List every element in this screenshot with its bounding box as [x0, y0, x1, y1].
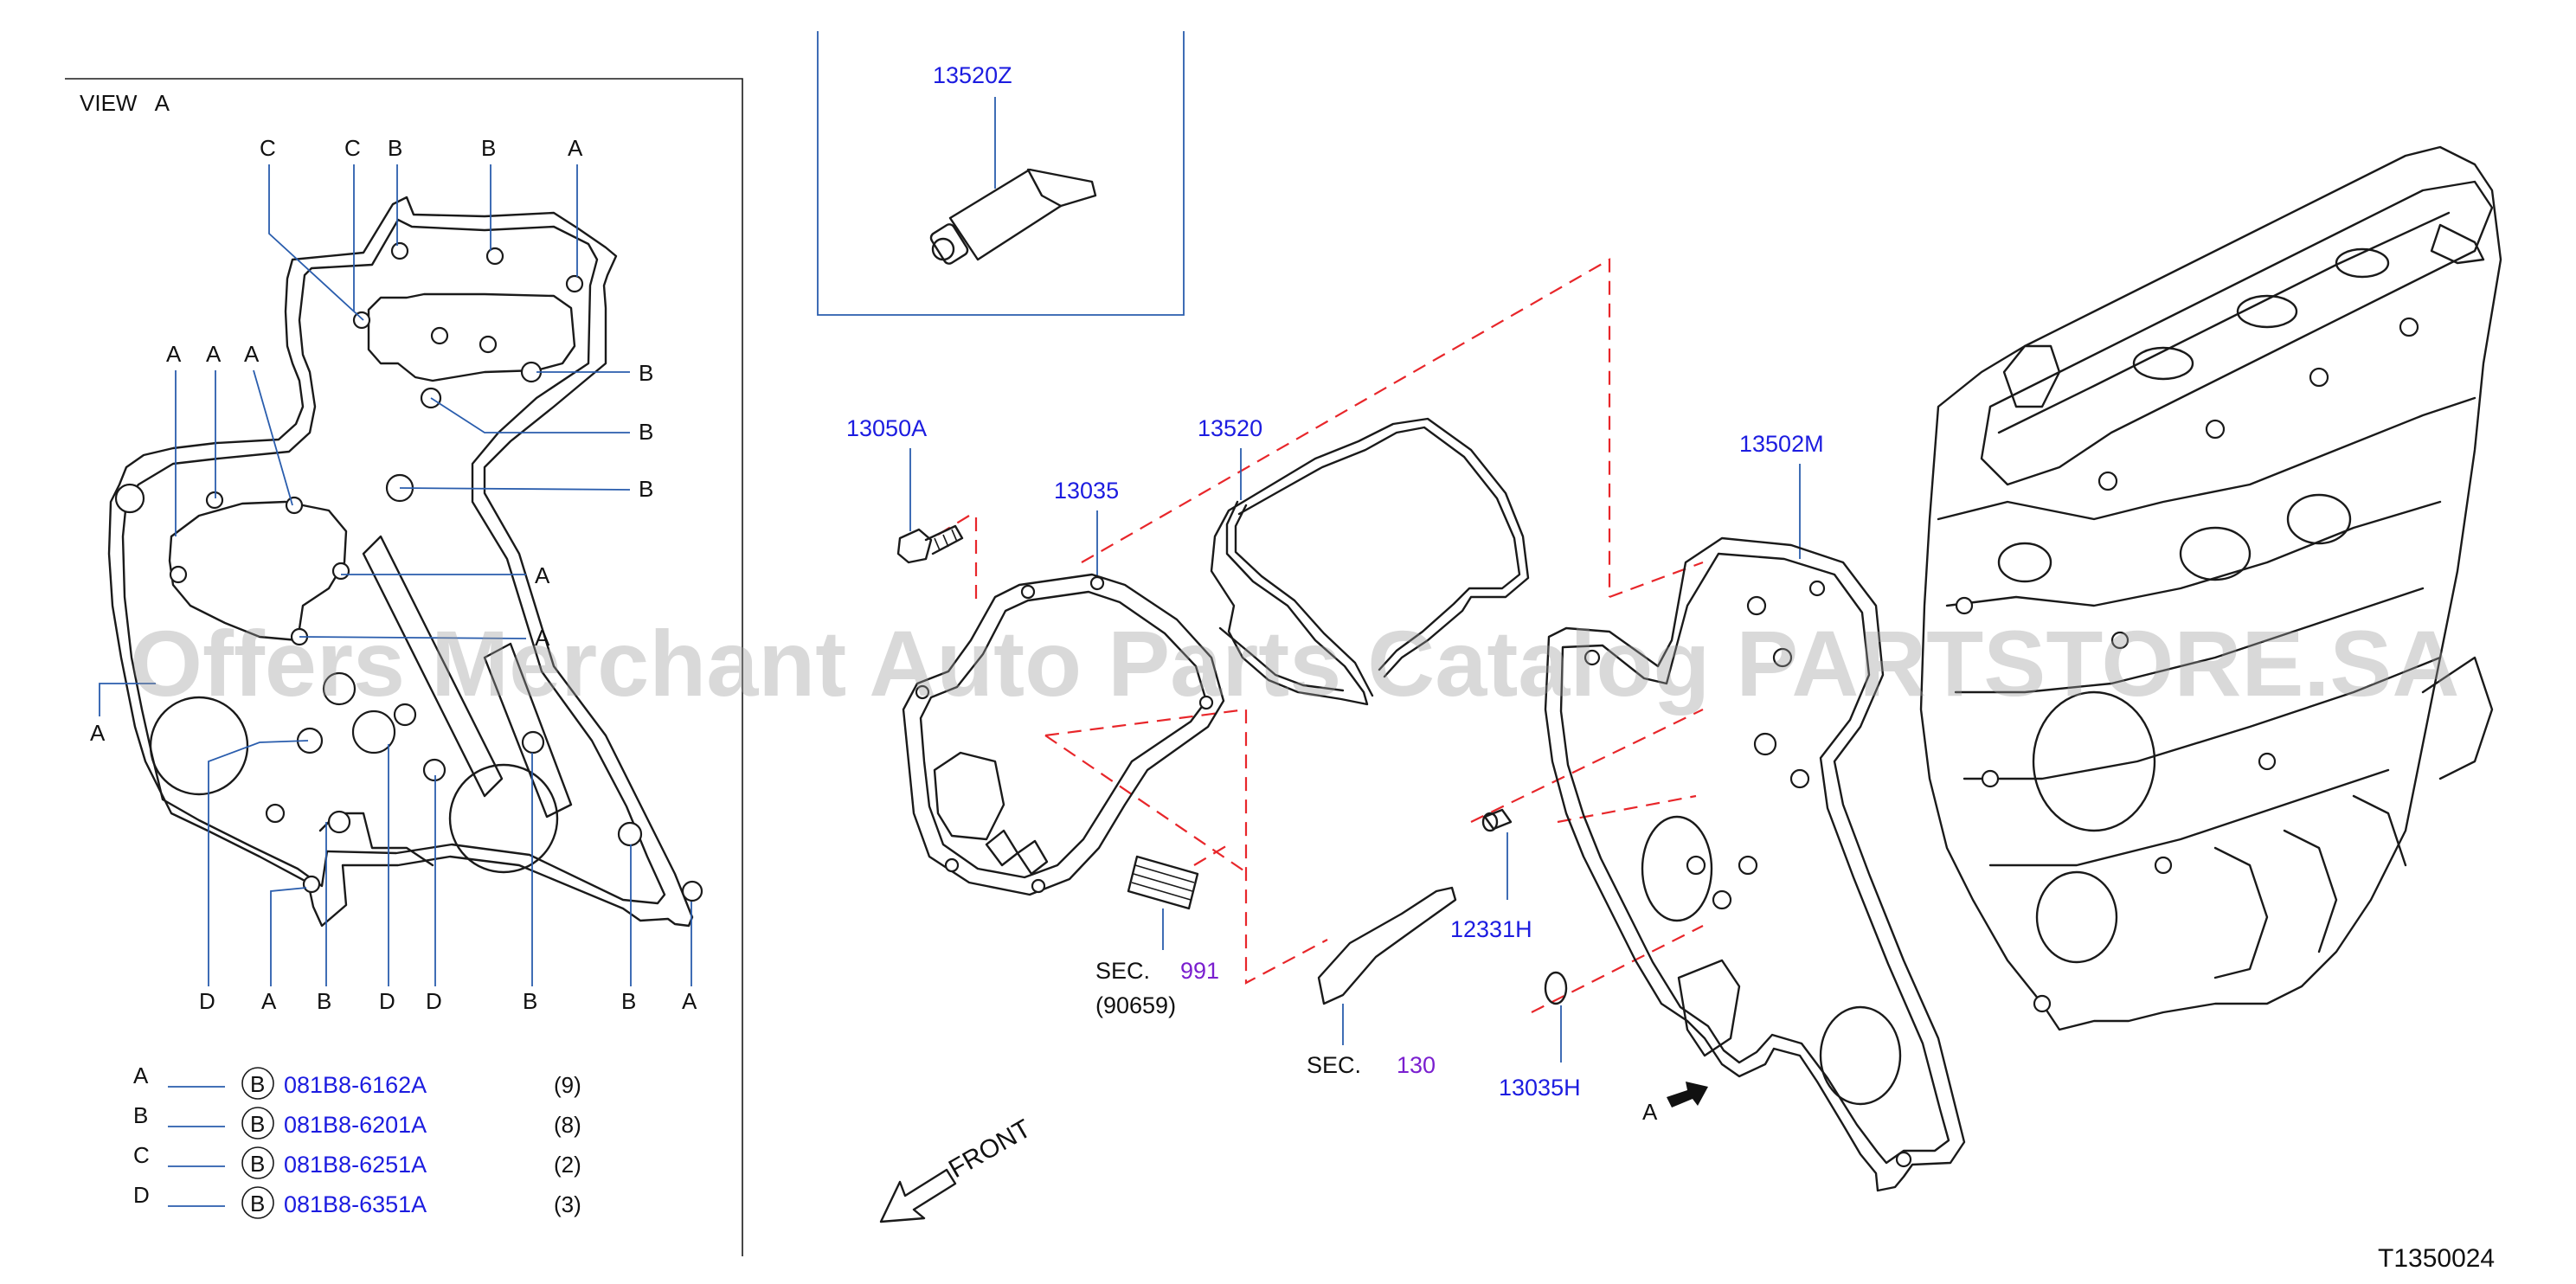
view-a-arrow: A	[1642, 1082, 1708, 1125]
crank-bore	[149, 696, 249, 796]
chain-guide-part	[1317, 886, 1457, 1005]
seal-ring-icon	[1544, 971, 1568, 1005]
svg-text:(3): (3)	[554, 1191, 581, 1217]
view-a-frame	[65, 78, 743, 1256]
callout-bottom-b2: B	[523, 988, 537, 1014]
callout-left-a1: A	[166, 341, 182, 367]
legend-row-a: A B 081B8-6162A (9)	[133, 1063, 581, 1100]
svg-text:130: 130	[1397, 1052, 1436, 1078]
part-13035h[interactable]: 13035H	[1499, 1075, 1581, 1101]
callout-top-c2: C	[344, 135, 361, 161]
svg-text:B: B	[250, 1111, 265, 1137]
oil-pump-bore	[448, 763, 559, 874]
view-a-panel: VIEW A	[65, 78, 743, 1256]
callout-top-b1: B	[388, 135, 402, 161]
callout-bottom-d1: D	[199, 988, 215, 1014]
callout-left-a2: A	[206, 341, 222, 367]
view-a-callouts: C C B B A A A A B B B A A A	[90, 135, 697, 1014]
callout-top-b2: B	[481, 135, 496, 161]
diagram-id: T1350024	[2378, 1244, 2495, 1273]
part-13502m[interactable]: 13502M	[1739, 431, 1824, 457]
callout-top-c1: C	[260, 135, 276, 161]
section-ref-130[interactable]: SEC. 130	[1307, 1052, 1436, 1078]
front-cover-inner-rim	[121, 218, 666, 905]
callout-top-a: A	[568, 135, 583, 161]
callout-right-b2: B	[639, 419, 653, 445]
callout-right-a1: A	[535, 562, 550, 588]
svg-text:081B8-6162A: 081B8-6162A	[284, 1072, 427, 1098]
svg-text:B: B	[250, 1151, 265, 1177]
view-a-title: VIEW A	[80, 90, 170, 116]
front-cover-part	[902, 573, 1225, 896]
callout-right-b3: B	[639, 476, 653, 502]
part-13520z[interactable]: 13520Z	[933, 62, 1012, 88]
rear-cover-part	[1544, 536, 1966, 1192]
view-a-bolt-holes	[114, 241, 703, 902]
front-direction-arrow: FRONT	[879, 1114, 1036, 1223]
callout-bottom-a2: A	[682, 988, 697, 1014]
svg-text:081B8-6351A: 081B8-6351A	[284, 1191, 427, 1217]
callout-bottom-b1: B	[317, 988, 331, 1014]
part-13035[interactable]: 13035	[1054, 478, 1119, 504]
svg-text:D: D	[133, 1182, 150, 1208]
gasket-part	[1210, 417, 1530, 706]
part-13520[interactable]: 13520	[1198, 415, 1262, 441]
svg-text:(90659): (90659)	[1095, 992, 1176, 1018]
callout-left-mid-a: A	[90, 720, 106, 746]
callout-right-a2: A	[535, 625, 550, 651]
sealant-box: 13520Z	[817, 31, 1185, 316]
legend-row-d: D B 081B8-6351A (3)	[133, 1182, 581, 1219]
svg-text:A: A	[133, 1063, 149, 1088]
sealant-tube-icon	[929, 168, 1097, 265]
svg-text:081B8-6201A: 081B8-6201A	[284, 1112, 427, 1138]
label-plate-icon	[1127, 855, 1199, 910]
svg-text:(8): (8)	[554, 1112, 581, 1138]
callout-bottom-a1: A	[261, 988, 277, 1014]
svg-text:B: B	[133, 1102, 148, 1128]
legend-row-b: B B 081B8-6201A (8)	[133, 1102, 581, 1140]
bolt-icon	[896, 524, 964, 564]
part-12331h[interactable]: 12331H	[1450, 916, 1532, 942]
cover-rib-2	[483, 642, 573, 819]
svg-text:C: C	[133, 1142, 150, 1168]
svg-text:B: B	[250, 1191, 265, 1217]
view-a-marker: A	[1642, 1099, 1658, 1125]
front-cover-outline	[107, 196, 694, 928]
callout-bottom-b3: B	[621, 988, 636, 1014]
callout-bottom-d3: D	[426, 988, 442, 1014]
svg-text:(2): (2)	[554, 1152, 581, 1178]
front-label: FRONT	[944, 1114, 1036, 1184]
svg-text:991: 991	[1180, 958, 1219, 984]
cover-rib	[362, 535, 504, 798]
section-ref-991[interactable]: SEC. 991 (90659)	[1095, 958, 1219, 1018]
pump-opening	[168, 500, 348, 642]
svg-text:SEC.: SEC.	[1095, 958, 1150, 984]
callout-right-b1: B	[639, 360, 653, 386]
bolt-legend: A B 081B8-6162A (9) B B 081B8-6201A (8) …	[133, 1063, 581, 1219]
upper-window	[367, 292, 576, 382]
part-13050a[interactable]: 13050A	[846, 415, 927, 441]
callout-left-a3: A	[244, 341, 260, 367]
svg-text:B: B	[250, 1071, 265, 1097]
front-arrow-icon	[879, 1168, 957, 1223]
callout-bottom-d2: D	[379, 988, 395, 1014]
engine-block-illustration	[1919, 145, 2502, 1031]
watermark-text: Offers Merchant Auto Parts Catalog PARTS…	[130, 611, 2459, 716]
svg-text:081B8-6251A: 081B8-6251A	[284, 1152, 427, 1178]
dowel-pin-icon	[1481, 808, 1513, 832]
svg-text:SEC.: SEC.	[1307, 1052, 1361, 1078]
legend-row-c: C B 081B8-6251A (2)	[133, 1142, 581, 1179]
svg-text:(9): (9)	[554, 1072, 581, 1098]
